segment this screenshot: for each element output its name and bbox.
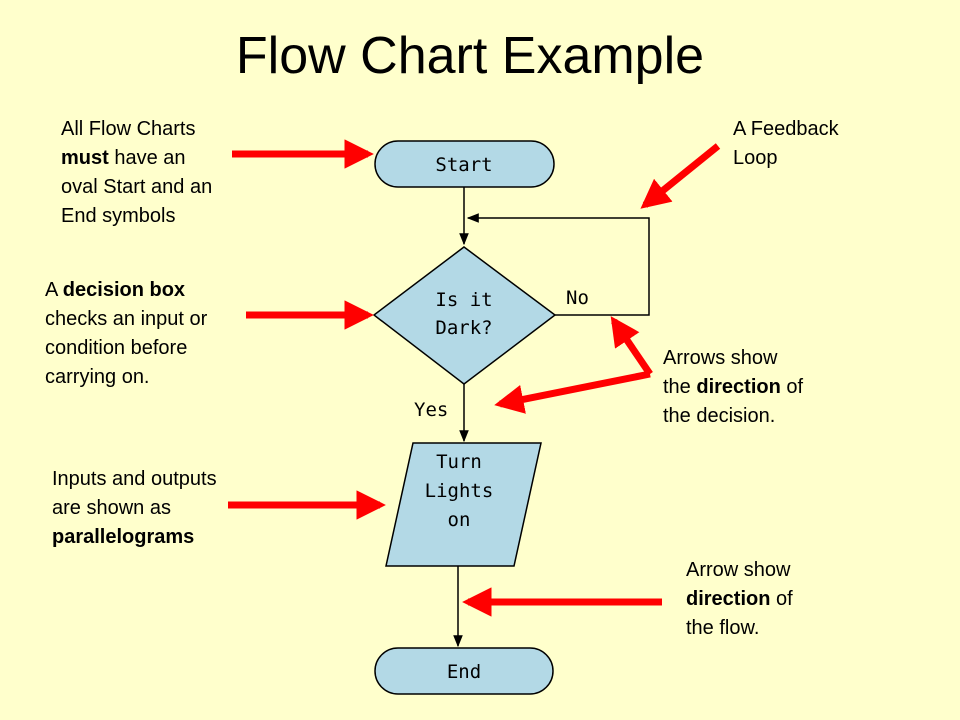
note-io-line2: are shown as [52,497,171,519]
note-flow: Arrow show direction of the flow. [686,556,793,643]
edge-label-no: No [566,287,589,309]
note-decision-arrows-post: of [780,376,804,398]
note-flow-post: of [770,588,793,610]
io-label-line1: Turn [436,451,482,473]
note-flow-line3: the flow. [686,617,760,639]
note-decision-line2: checks an input or [45,308,208,330]
note-flow-line1: Arrow show [686,559,791,581]
note-decision-arrows: Arrows show the direction of the decisio… [663,344,803,431]
note-start-end-line3: oval Start and an [61,176,213,198]
note-start-end-line2: have an [108,147,186,169]
note-decision: A decision box checks an input or condit… [45,276,207,392]
note-start-end-line1: All Flow Charts [61,118,196,140]
note-decision-line3: condition before [45,337,188,359]
pointer-arrow-yes [494,370,651,414]
io-label-line3: on [448,509,471,531]
note-flow-bold: direction [686,588,771,610]
decision-label-line2: Dark? [435,317,492,339]
note-feedback-line2: Loop [733,147,778,169]
end-label: End [447,661,481,683]
start-oval [374,140,555,188]
note-io-line1: Inputs and outputs [52,468,217,490]
note-start-end-bold: must [61,147,109,169]
feedback-loop-line [466,213,650,316]
note-decision-arrows-line1: Arrows show [663,347,778,369]
note-io: Inputs and outputs are shown as parallel… [52,465,217,552]
edge-label-yes: Yes [414,399,448,421]
end-oval [374,647,554,695]
io-parallelogram [385,442,542,567]
pointer-arrow-no [610,316,653,376]
decision-diamond [372,246,557,385]
note-decision-bold: decision box [62,279,186,301]
page-title: Flow Chart Example [235,27,705,85]
io-label-line2: Lights [425,480,494,502]
note-decision-arrows-pre: the [663,376,697,398]
note-feedback-line1: A Feedback [733,118,839,140]
pointer-arrow-feedback [640,143,721,209]
start-label: Start [435,154,492,176]
note-decision-arrows-line3: the decision. [663,405,776,427]
note-decision-line4: carrying on. [45,366,150,388]
note-decision-pre: A [45,279,63,301]
note-io-bold: parallelograms [52,526,195,548]
decision-label-line1: Is it [435,289,492,311]
note-start-end: All Flow Charts must have an oval Start … [61,115,212,231]
note-decision-arrows-bold: direction [696,376,781,398]
note-start-end-line4: End symbols [61,205,176,227]
note-feedback: A Feedback Loop [733,115,839,173]
